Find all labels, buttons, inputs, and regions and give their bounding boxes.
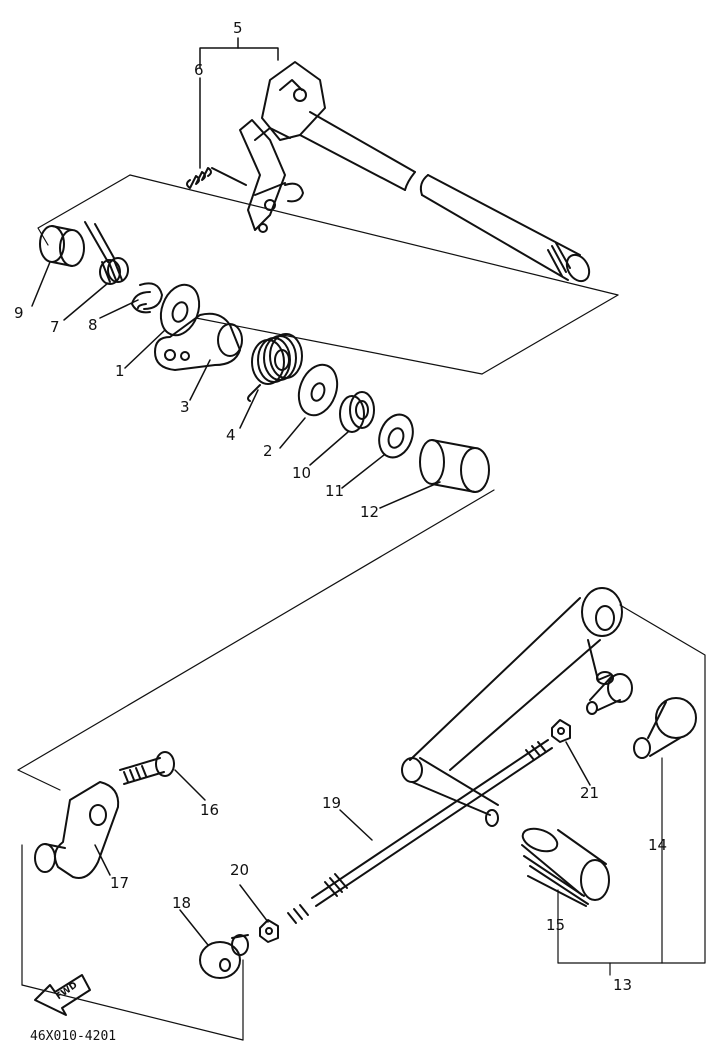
label-10: 10 — [292, 464, 311, 482]
label-21: 21 — [580, 784, 599, 802]
shift-rod — [287, 739, 553, 924]
label-15: 15 — [546, 916, 565, 934]
coil-spring — [247, 333, 303, 402]
bearing — [339, 391, 375, 433]
forward-arrow-icon — [34, 974, 91, 1016]
return-spring — [186, 167, 247, 189]
label-7: 7 — [50, 318, 60, 336]
shift-lever — [154, 312, 243, 371]
circlip — [131, 291, 151, 314]
label-11: 11 — [325, 482, 344, 500]
label-13: 13 — [613, 976, 632, 994]
shift-arm — [34, 781, 120, 879]
shift-pedal-arm — [401, 587, 623, 827]
nut-20 — [259, 919, 279, 943]
shift-shaft — [239, 61, 591, 283]
label-3: 3 — [180, 398, 190, 416]
drawing-code: 46X010-4201 — [30, 1029, 116, 1044]
washer-large — [159, 283, 201, 337]
collar — [39, 225, 85, 267]
rod-end-18 — [199, 934, 249, 979]
label-5: 5 — [233, 19, 243, 37]
label-19: 19 — [322, 794, 341, 812]
bolt — [119, 751, 175, 785]
label-12: 12 — [360, 503, 379, 521]
washer — [297, 363, 339, 417]
foot-peg-rubber — [521, 827, 610, 907]
label-6: 6 — [194, 61, 204, 79]
outer-collar — [419, 439, 490, 493]
part-labels: 5 6 9 7 8 1 3 4 2 10 11 12 21 16 19 14 1… — [14, 19, 667, 1044]
rod-end — [586, 671, 633, 715]
ball-joint — [633, 697, 697, 759]
label-4: 4 — [226, 426, 236, 444]
label-14: 14 — [648, 836, 667, 854]
label-17: 17 — [110, 874, 129, 892]
label-9: 9 — [14, 304, 24, 322]
boundary-lines — [17, 174, 706, 1041]
torsion-spring — [84, 221, 129, 285]
label-18: 18 — [172, 894, 191, 912]
label-16: 16 — [200, 801, 219, 819]
label-8: 8 — [88, 316, 98, 334]
label-20: 20 — [230, 861, 249, 879]
label-1: 1 — [115, 362, 125, 380]
leader-lines — [31, 37, 591, 946]
washer-small — [378, 413, 414, 459]
nut-21 — [551, 719, 571, 743]
label-2: 2 — [263, 442, 273, 460]
